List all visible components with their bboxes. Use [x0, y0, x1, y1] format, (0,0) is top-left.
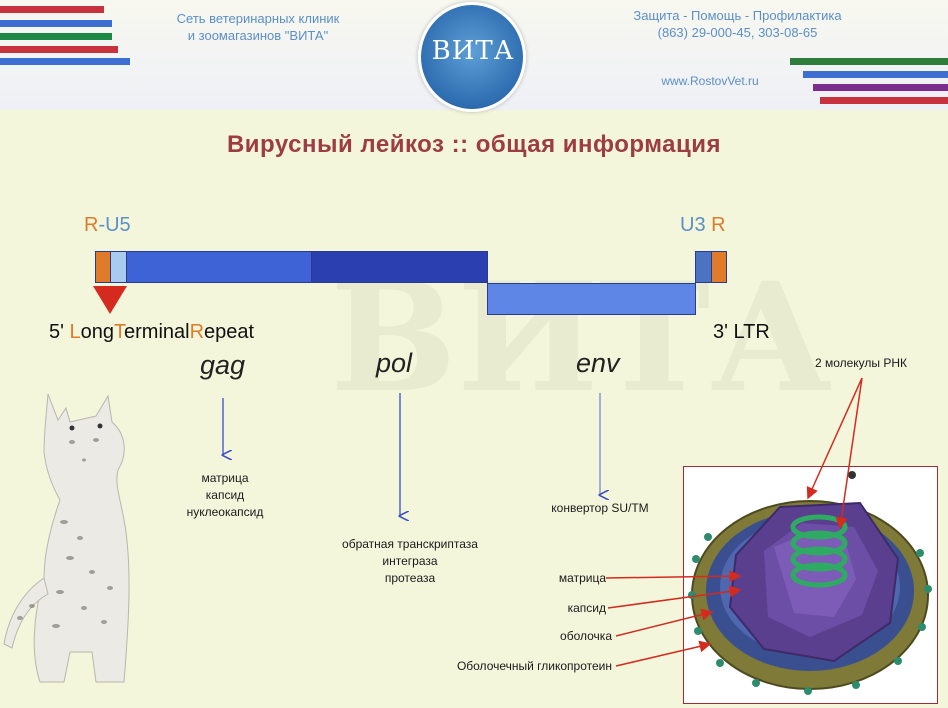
u5-label: -U5: [98, 214, 131, 236]
gag-block: [126, 251, 312, 283]
clinic-name: Сеть ветеринарных клиник и зоомагазинов …: [138, 10, 378, 44]
r-right-label: R: [711, 214, 726, 236]
ltr5-label: 5' LongTerminalRepeat: [49, 321, 254, 344]
phones: (863) 29-000-45, 303-08-65: [657, 25, 818, 40]
ltr5-u5-block: [110, 251, 127, 283]
ltr5-l: L: [69, 321, 81, 343]
gag-products: матрица капсид нуклеокапсид: [155, 470, 295, 521]
clinic-line-1: Сеть ветеринарных клиник: [176, 11, 340, 26]
gene-env: env: [576, 348, 620, 378]
ltr5-epeat: epeat: [204, 321, 255, 343]
pol-products: обратная транскриптаза интеграза протеаз…: [310, 536, 510, 587]
gag-product: капсид: [205, 488, 245, 502]
virion-label-envelope: оболочка: [560, 629, 612, 643]
pol-product: интеграза: [382, 554, 438, 568]
virion-label-capsid: капсид: [567, 601, 606, 615]
ltr5-r: R: [189, 321, 205, 343]
r-u5-label: R-U5: [84, 214, 131, 237]
ltr3-label: 3' LTR: [713, 321, 770, 343]
gag-product: матрица: [201, 471, 249, 485]
virion-label-glycoprotein: Оболочечный гликопротеин: [456, 659, 612, 673]
pol-block: [311, 251, 488, 283]
virion-label-matrix: матрица: [558, 571, 606, 585]
page-title: Вирусный лейкоз :: общая информация: [226, 131, 722, 158]
ltr3-r-block: [711, 251, 727, 283]
pol-product: протеаза: [384, 571, 436, 585]
contacts: Защита - Помощь - Профилактика (863) 29-…: [600, 7, 875, 41]
ltr5-erminal: erminal: [124, 321, 190, 343]
virion-illustration: [688, 471, 932, 695]
u3-label: U3: [680, 214, 706, 236]
ltr5-ong: ong: [80, 321, 114, 343]
u3-r-label: U3 R: [680, 214, 726, 237]
vita-logo-text: ВИТА: [431, 36, 515, 66]
gene-pol: pol: [376, 348, 413, 378]
ltr5-r-block: [95, 251, 111, 283]
ltr-marker-triangle: [93, 286, 127, 314]
ltr5-prefix: 5': [49, 321, 70, 343]
env-products: конвертор SU/TM: [520, 500, 680, 517]
website-link[interactable]: www.RostovVet.ru: [661, 74, 759, 88]
gene-gag: gag: [200, 350, 246, 380]
tagline: Защита - Помощь - Профилактика: [633, 8, 842, 23]
virion-diagram: [683, 466, 938, 704]
r-left-label: R: [84, 214, 99, 236]
vita-logo: [418, 2, 526, 112]
gag-product: нуклеокапсид: [186, 505, 264, 519]
ltr5-t: T: [114, 321, 124, 343]
env-product: конвертор SU/TM: [551, 501, 649, 515]
ltr3-u3-block: [695, 251, 712, 283]
env-block: [487, 283, 696, 315]
pol-product: обратная транскриптаза: [342, 537, 478, 551]
rna-label: 2 молекулы РНК: [814, 356, 908, 370]
clinic-line-2: и зоомагазинов "ВИТА": [187, 28, 329, 43]
cat-illustration: [3, 393, 130, 683]
